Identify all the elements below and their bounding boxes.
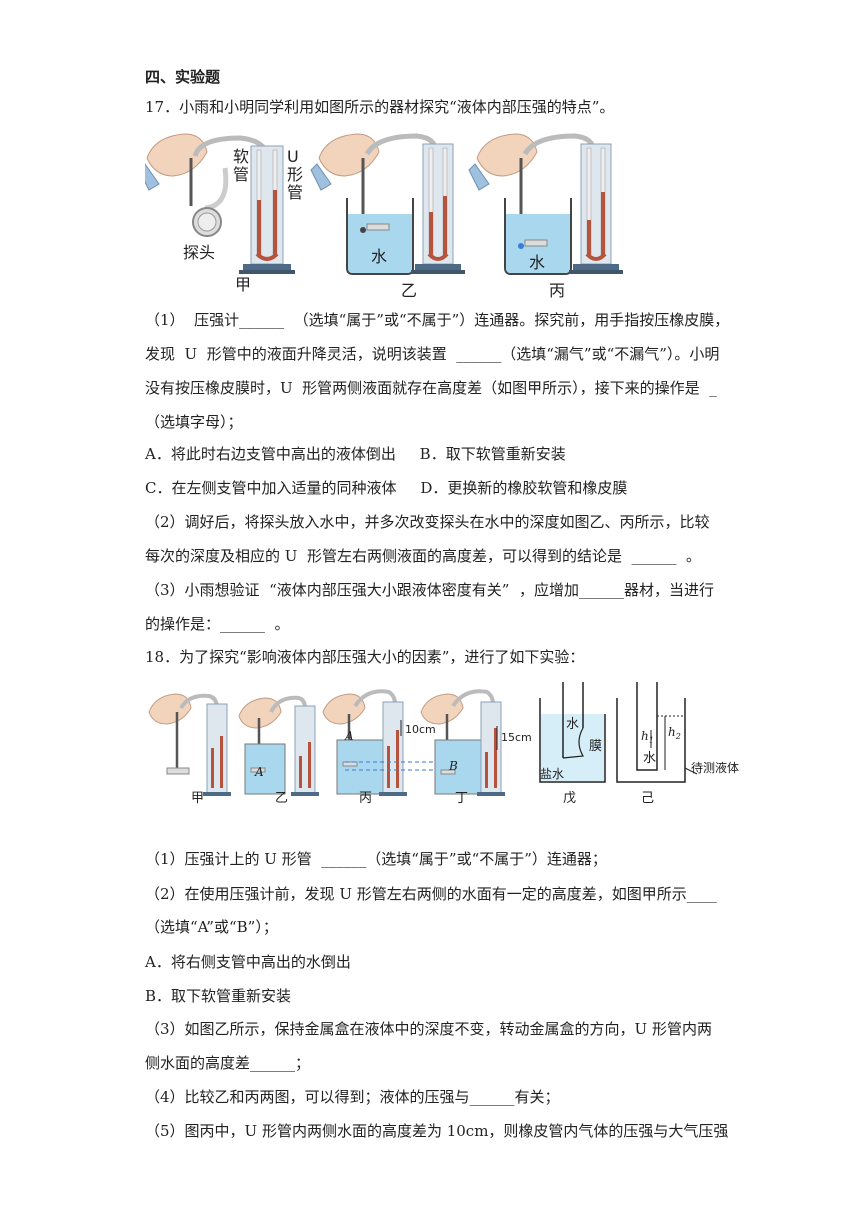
caption-ji: 己 [641, 791, 654, 806]
section-heading: 四、实验题 [145, 68, 221, 86]
caption-jia: 甲 [235, 275, 251, 294]
q17-line-9: （3）小雨想验证 “液体内部压强大小跟液体密度有关” ，应增加______器材，… [145, 581, 714, 599]
q17-line-2: 发现 U 形管中的液面升降灵活，说明该装置 ______（选填“漏气”或“不漏气… [145, 345, 720, 363]
label-a-yi: A [254, 765, 264, 779]
apparatus-bing-2 [322, 689, 407, 796]
q18-stem: 18．为了探究“影响液体内部压强大小的因素”，进行了如下实验： [145, 648, 585, 666]
apparatus-bing [468, 133, 623, 275]
label-membrane: 膜 [589, 739, 602, 754]
apparatus-ji [616, 682, 698, 783]
q18-line-6: （3）如图乙所示，保持金属盒在液体中的深度不变，转动金属盒的方向，U 形管内两 [145, 1020, 712, 1038]
label-h1: h1 [641, 729, 654, 745]
q18-option-a: A．将右侧支管中高出的水倒出 [145, 953, 351, 971]
q18-line-1: （1）压强计上的 U 形管 ______（选填“属于”或“不属于”）连通器； [145, 850, 607, 868]
label-hose: 软管 [233, 147, 249, 184]
q17-option-ab: A．将此时右边支管中高出的液体倒出 B．取下软管重新安装 [145, 445, 566, 463]
q18-line-9: （5）图丙中，U 形管内两侧水面的高度差为 10cm，则橡皮管内气体的压强与大气… [145, 1122, 729, 1140]
q18-line-3: （选填“A”或“B”）； [145, 918, 278, 936]
q17-line-10: 的操作是：______ 。 [145, 615, 290, 633]
caption-ding: 丁 [455, 791, 468, 806]
q18-line-2: （2）在使用压强计前，发现 U 形管左右两侧的水面有一定的高度差，如图甲所示__… [145, 885, 717, 903]
label-a-bing: A [344, 729, 354, 743]
caption-yi: 乙 [401, 281, 417, 298]
label-15cm: 15cm [501, 731, 532, 744]
label-water-wu: 水 [566, 717, 579, 732]
caption-bing: 丙 [549, 281, 565, 298]
q17-line-3: 没有按压橡皮膜时，U 形管两侧液面就存在高度差（如图甲所示），接下来的操作是 _ [145, 379, 717, 397]
q17-line-1: （1） 压强计______ （选填“属于”或“不属于”）连通器。探究前，用手指按… [145, 311, 730, 329]
apparatus-wu [539, 682, 606, 783]
apparatus-ding [420, 689, 505, 796]
q17-line-4: （选填字母）； [145, 413, 243, 431]
label-water-bing: 水 [529, 253, 545, 272]
caption-jia-2: 甲 [191, 791, 204, 806]
q18-figure: A A 10cm B 15cm 水 膜 盐水 [148, 682, 739, 806]
q18-line-7: 侧水面的高度差______； [145, 1054, 311, 1072]
apparatus-yi-2 [238, 695, 319, 796]
apparatus-yi [310, 133, 465, 275]
q18-option-b: B．取下软管重新安装 [145, 987, 292, 1005]
label-brine: 盐水 [540, 767, 564, 781]
caption-yi-2: 乙 [275, 791, 288, 806]
q17-line-8: 每次的深度及相应的 U 形管左右两侧液面的高度差，可以得到的结论是 ______… [145, 547, 702, 565]
apparatus-jia [145, 133, 295, 274]
q17-stem: 17．小雨和小明同学利用如图所示的器材探究“液体内部压强的特点”。 [145, 98, 615, 116]
label-water-yi: 水 [371, 247, 387, 266]
label-h2: h2 [668, 725, 681, 741]
apparatus-jia-2 [148, 693, 231, 796]
caption-bing-2: 丙 [359, 791, 372, 806]
q17-line-7: （2）调好后，将探头放入水中，并多次改变探头在水中的深度如图乙、丙所示，比较 [145, 513, 710, 531]
label-b: B [448, 759, 458, 773]
q17-option-cd: C．在左侧支管中加入适量的同种液体 D．更换新的橡胶软管和橡皮膜 [145, 479, 628, 497]
label-water-ji: 水 [643, 751, 656, 766]
label-10cm: 10cm [405, 723, 436, 736]
q18-line-8: （4）比较乙和丙两图，可以得到；液体的压强与______有关； [145, 1088, 560, 1106]
label-probe: 探头 [183, 243, 215, 262]
caption-wu: 戊 [563, 791, 576, 806]
label-liquid: 待测液体 [691, 760, 739, 775]
